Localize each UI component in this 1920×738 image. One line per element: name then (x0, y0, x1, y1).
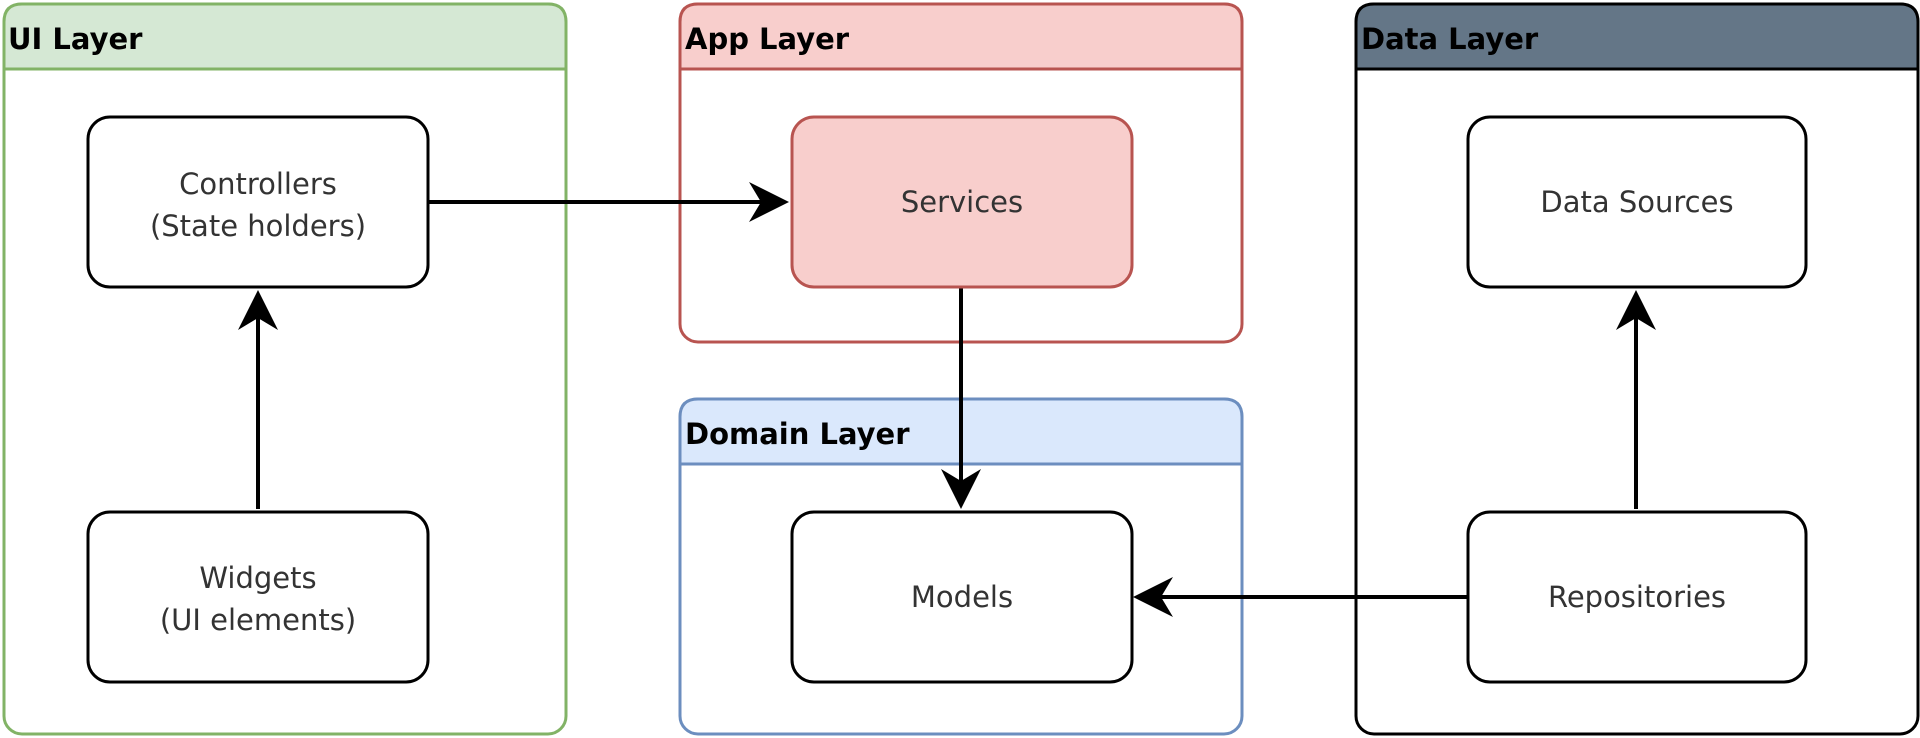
data-sources-box (1466, 115, 1808, 289)
models-box (790, 510, 1134, 684)
services-box (790, 115, 1134, 289)
controllers-sublabel: (State holders) (150, 209, 366, 243)
node-services: Services (790, 115, 1134, 289)
widgets-label: Widgets (199, 561, 316, 595)
widgets-sublabel: (UI elements) (160, 603, 356, 637)
repositories-label: Repositories (1548, 580, 1726, 614)
app-layer-header (678, 2, 1244, 71)
controllers-label: Controllers (179, 167, 337, 201)
controllers-box (86, 115, 430, 289)
node-repositories: Repositories (1466, 510, 1808, 684)
node-models: Models (790, 510, 1134, 684)
services-label: Services (901, 185, 1023, 219)
edges (238, 182, 1656, 617)
ui-layer-title: UI Layer (8, 22, 143, 56)
repositories-box (1466, 510, 1808, 684)
domain-layer-title: Domain Layer (685, 417, 910, 451)
ui-layer-header (2, 2, 568, 71)
node-controllers: Controllers (State holders) (86, 115, 430, 289)
node-widgets: Widgets (UI elements) (86, 510, 430, 684)
models-label: Models (911, 580, 1013, 614)
data-layer-title: Data Layer (1361, 22, 1539, 56)
widgets-box (86, 510, 430, 684)
node-data-sources: Data Sources (1466, 115, 1808, 289)
data-sources-label: Data Sources (1540, 185, 1733, 219)
data-layer-header (1354, 2, 1920, 71)
app-layer-title: App Layer (685, 22, 850, 56)
